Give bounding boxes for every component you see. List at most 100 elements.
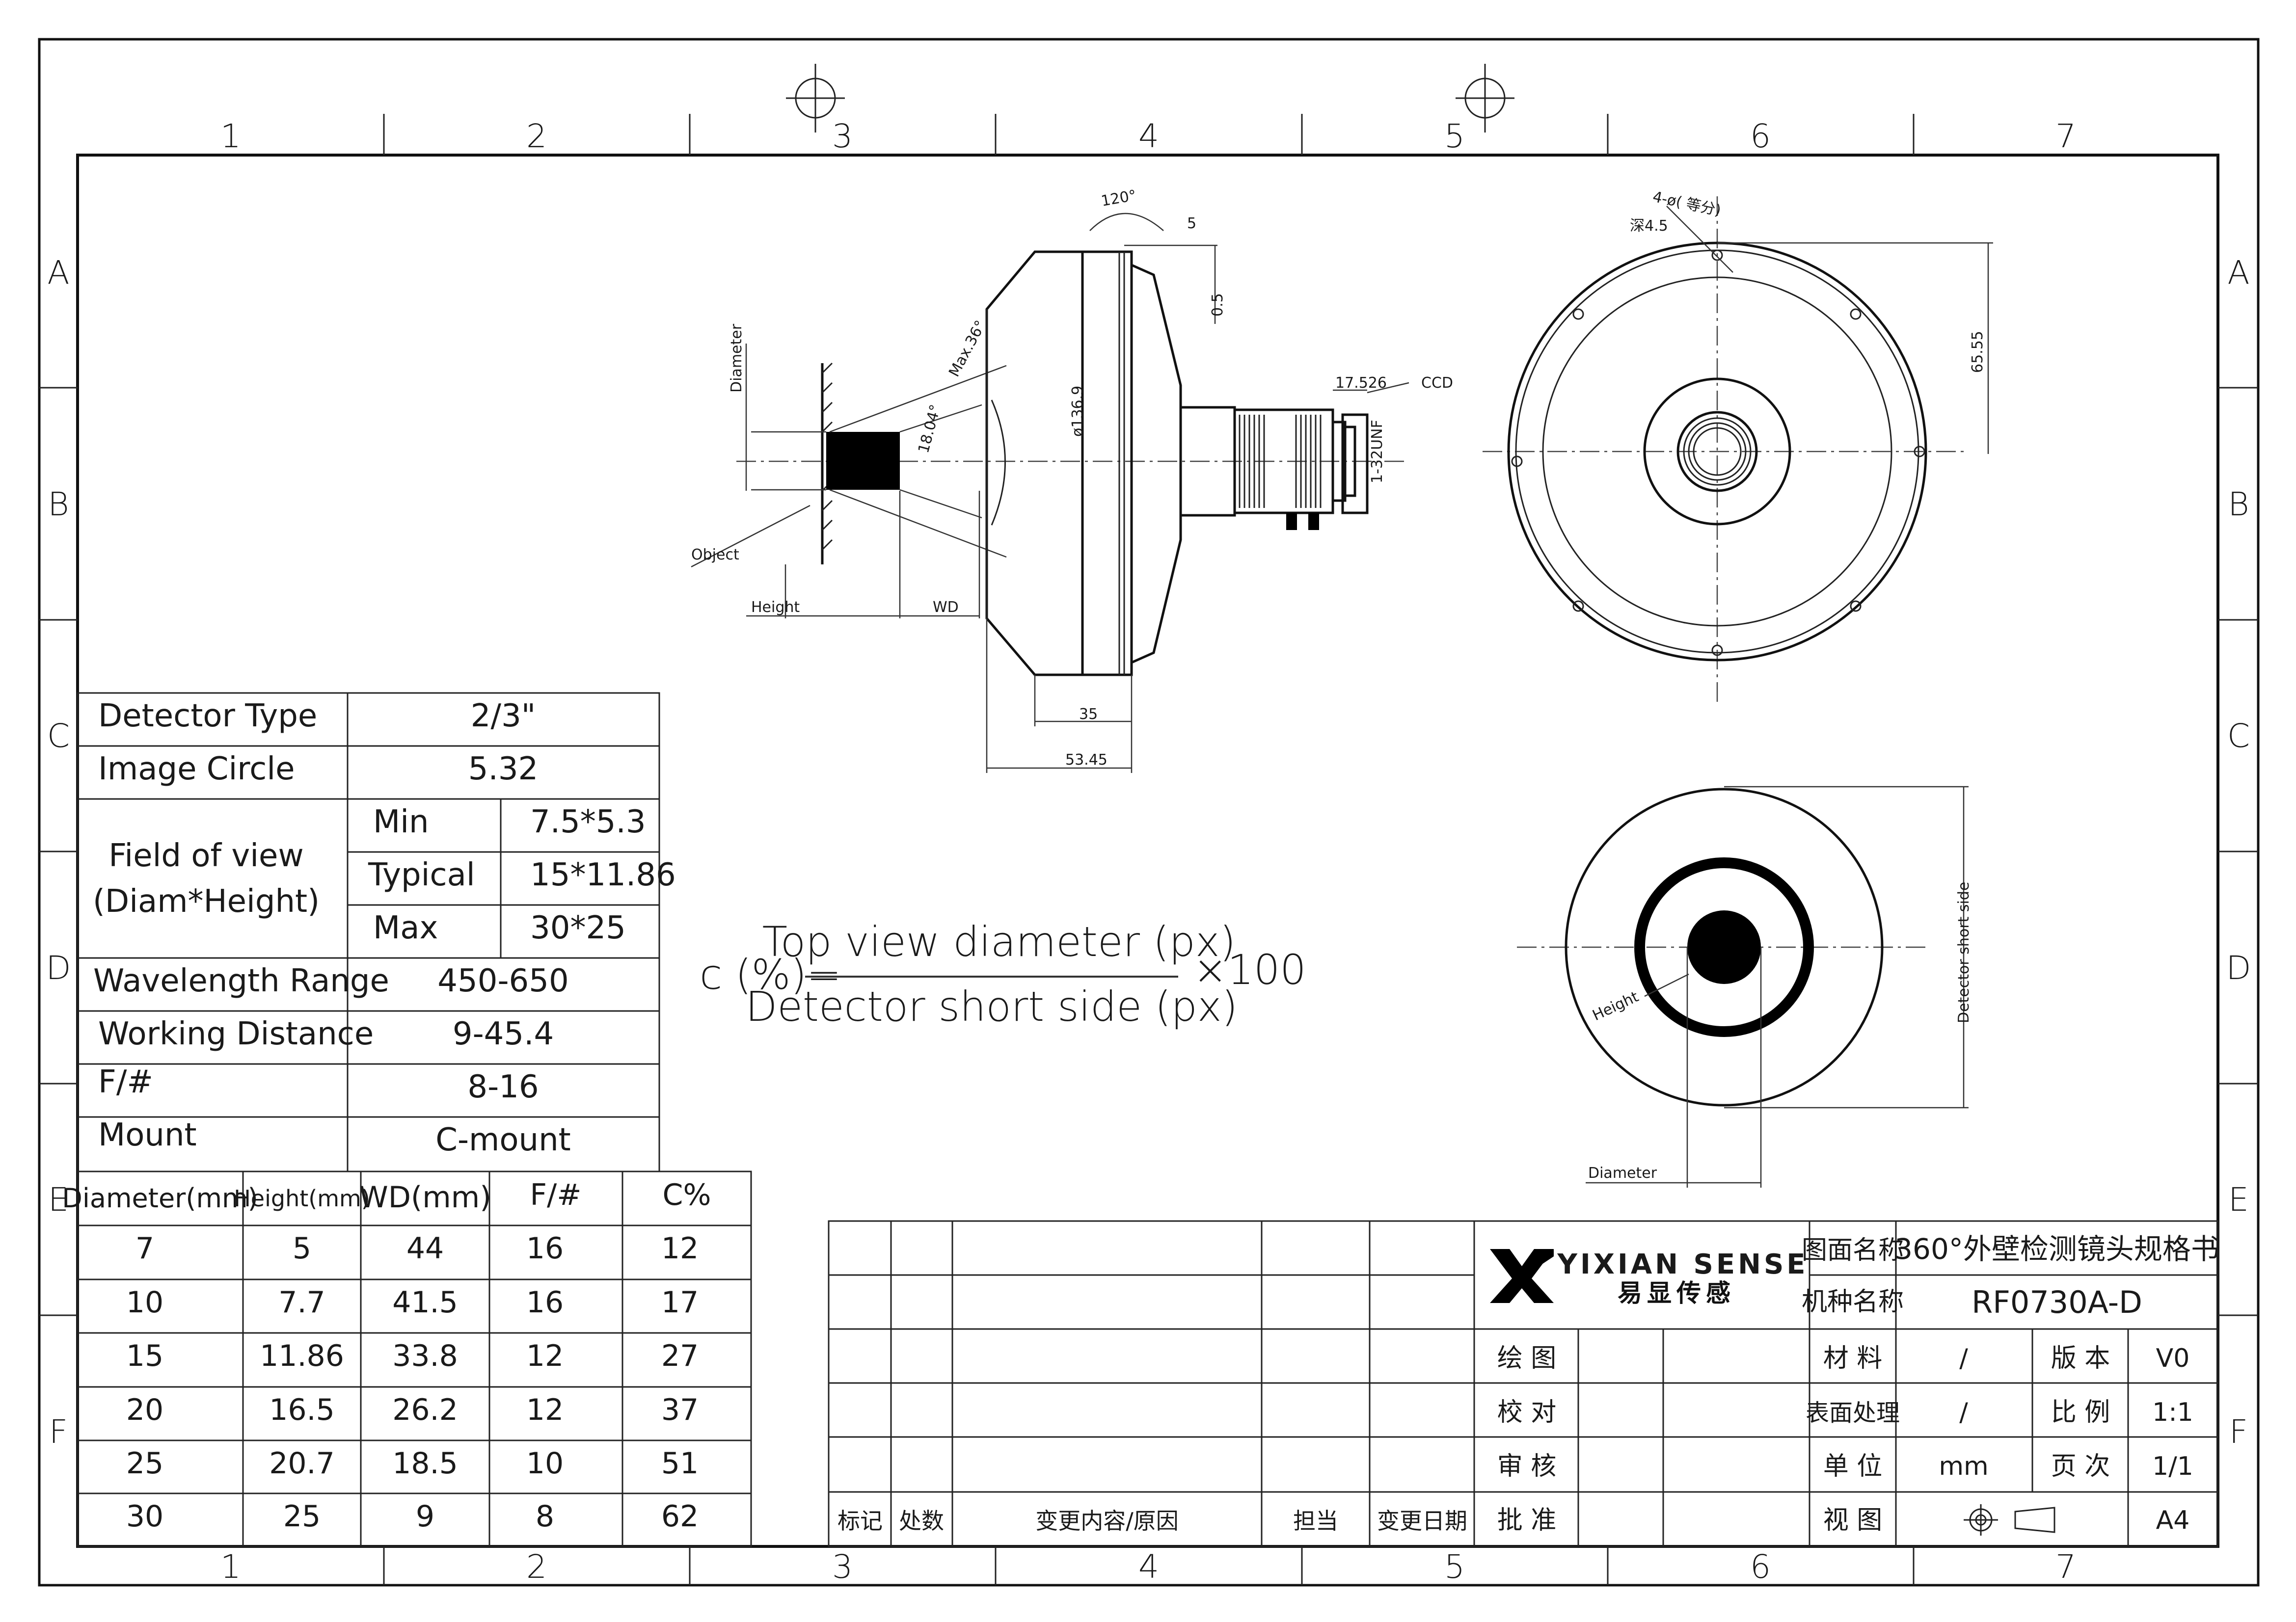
table-cell: 10: [526, 1446, 564, 1481]
table-cell: 12: [661, 1231, 699, 1266]
view-label: 视 图: [1823, 1506, 1883, 1535]
label-holes: 4-ø( 等分): [1651, 188, 1722, 220]
spec-fov-label-2: (Diam*Height): [93, 883, 320, 920]
zone-labels-left: A B C D E F: [46, 254, 71, 1451]
zone-col-5-bottom: 5: [1444, 1548, 1465, 1586]
title-block: YIXIAN SENSE 易显传感 图面名称 360°外壁检测镜头规格书 机种名…: [828, 1220, 2219, 1547]
draw-label: 绘 图: [1497, 1344, 1557, 1373]
label-dim-5: 5: [1187, 215, 1196, 232]
formula-denominator: Detector short side (px): [746, 983, 1238, 1031]
page-label: 页 次: [2051, 1452, 2110, 1481]
spec-fov-typical-value: 15*11.86: [530, 857, 676, 893]
lens-front-view: [1483, 196, 1993, 707]
col-header-diameter: Diameter(mm): [62, 1183, 258, 1214]
drawing-name-label: 图面名称: [1802, 1236, 1904, 1265]
spec-table: Detector Type 2/3" Image Circle 5.32 Fie…: [77, 692, 676, 1172]
zone-col-7: 7: [2055, 117, 2076, 155]
spec-mount-label: Mount: [98, 1117, 197, 1153]
spec-wd-value: 9-45.4: [453, 1016, 554, 1052]
label-120: 120°: [1100, 187, 1137, 210]
company-name: YIXIAN SENSE: [1557, 1249, 1808, 1280]
spec-fnum-label: F/#: [98, 1064, 153, 1100]
col-header-c: C%: [663, 1178, 711, 1212]
spec-mount-value: C-mount: [435, 1122, 571, 1158]
detector-view: [1517, 786, 1969, 1188]
zone-col-1: 1: [220, 117, 241, 155]
label-diameter: Diameter: [728, 323, 745, 393]
zone-col-4: 4: [1138, 117, 1159, 155]
formula: c (%)= Top view diameter (px) Detector s…: [700, 918, 1306, 1031]
scale-value: 1:1: [2152, 1398, 2193, 1427]
rev-col-owner: 担当: [1293, 1508, 1338, 1534]
spec-image-circle-label: Image Circle: [98, 751, 295, 787]
table-cell: 27: [661, 1339, 699, 1373]
table-cell: 51: [661, 1446, 699, 1481]
zone-row-c: C: [47, 717, 70, 755]
formula-suffix: ×100: [1193, 946, 1306, 994]
approve-label: 批 准: [1497, 1506, 1557, 1535]
lens-side-view: [691, 213, 1409, 773]
unit-value: mm: [1939, 1452, 1988, 1481]
rev-col-mark: 标记: [837, 1508, 883, 1534]
spec-wavelength-label: Wavelength Range: [93, 963, 389, 999]
unit-label: 单 位: [1823, 1452, 1883, 1481]
company-name-cn: 易显传感: [1618, 1279, 1735, 1307]
scale-label: 比 例: [2051, 1398, 2110, 1427]
label-max-angle: Max.36°: [945, 318, 989, 380]
table-cell: 7.7: [278, 1285, 325, 1320]
spec-fov-label-1: Field of view: [108, 838, 303, 874]
zone-col-7-bottom: 7: [2055, 1548, 2076, 1586]
size-value: A4: [2156, 1506, 2190, 1535]
label-height: Height: [751, 599, 800, 616]
label-depth: 深4.5: [1630, 217, 1668, 235]
table-cell: 16: [526, 1231, 564, 1266]
zone-row-c-right: C: [2227, 717, 2250, 755]
centering-mark-left-icon: [786, 64, 845, 133]
table-cell: 11.86: [260, 1339, 344, 1373]
label-wd: WD: [933, 599, 959, 616]
rev-col-count: 处数: [899, 1508, 944, 1534]
zone-ticks: [39, 114, 2258, 1585]
label-6555: 65.55: [1969, 331, 1986, 373]
spec-fov-max-label: Max: [373, 910, 438, 946]
label-ccd: CCD: [1421, 374, 1453, 392]
outer-frame: [38, 38, 2260, 1587]
formula-prefix: c (%)=: [700, 951, 841, 999]
spec-fov-typical-label: Typical: [368, 857, 475, 893]
table-cell: 33.8: [392, 1339, 458, 1373]
material-value: /: [1959, 1344, 1968, 1373]
zone-col-6-bottom: 6: [1750, 1548, 1771, 1586]
rev-col-content: 变更内容/原因: [1035, 1508, 1179, 1534]
spec-fov-min-label: Min: [373, 804, 429, 840]
inner-frame: [76, 154, 2219, 1548]
col-header-fnum: F/#: [530, 1178, 582, 1212]
spec-fov-min-value: 7.5*5.3: [530, 804, 646, 840]
check-label: 校 对: [1497, 1398, 1557, 1427]
table-cell: 62: [661, 1499, 699, 1534]
label-height-2: Height: [1590, 988, 1642, 1025]
label-min-angle: 18.04°: [915, 403, 945, 455]
label-dim-05: 0.5: [1209, 293, 1226, 317]
zone-col-3: 3: [832, 117, 853, 155]
zone-labels-right: A B C D E F: [2226, 254, 2251, 1451]
table-cell: 12: [526, 1339, 564, 1373]
table-cell: 8: [536, 1499, 554, 1534]
zone-col-4-bottom: 4: [1138, 1548, 1159, 1586]
table-cell: 25: [283, 1499, 321, 1534]
surface-value: /: [1959, 1398, 1968, 1427]
zone-col-2: 2: [526, 117, 547, 155]
table-cell: 9: [416, 1499, 434, 1534]
centering-mark-right-icon: [1456, 64, 1514, 133]
zone-row-b: B: [48, 485, 69, 523]
table-cell: 10: [126, 1285, 163, 1320]
col-header-height: Height(mm): [234, 1185, 370, 1212]
object-block: [826, 432, 900, 490]
spec-detector-type-value: 2/3": [471, 698, 536, 734]
zone-row-d: D: [46, 949, 71, 987]
version-label: 版 本: [2051, 1344, 2110, 1373]
zone-labels-bottom: 1 2 3 4 5 6 7: [220, 1548, 2076, 1586]
zone-labels-top: 1 2 3 4 5 6 7: [220, 117, 2076, 155]
rev-col-date: 变更日期: [1377, 1508, 1467, 1534]
model-value: RF0730A-D: [1972, 1284, 2142, 1320]
drawing-name-value: 360°外壁检测镜头规格书: [1894, 1232, 2219, 1266]
